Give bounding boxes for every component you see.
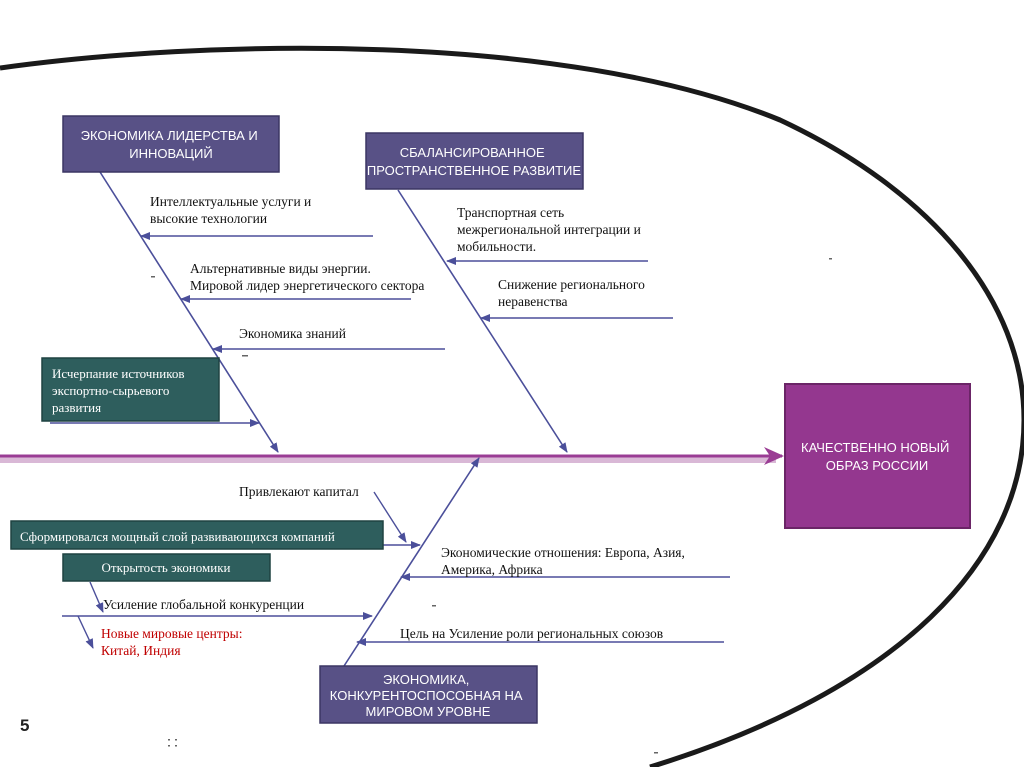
box-leadership: ЭКОНОМИКА ЛИДЕРСТВА И ИННОВАЦИЙ [62, 115, 280, 173]
svg-text:Исчерпание источников эк: Исчерпание источников экспортно-сырьевог… [52, 366, 188, 415]
cause-inequality: Снижение регионального неравенства [498, 277, 648, 309]
svg-text:Сформировался мощный слой разв: Сформировался мощный слой развивающихся … [20, 529, 335, 544]
cause-goal-unions: Цель на Усиление роли региональных союзо… [400, 626, 663, 641]
cause-transport-line-3: мобильности. [457, 239, 536, 254]
box-competitive-line-2: КОНКУРЕНТОСПОСОБНАЯ НА [330, 688, 523, 703]
cause-energy: Альтернативные виды энергии. Мировой лид… [190, 261, 424, 293]
bone-leadership [99, 171, 279, 453]
box-exhaustion-line-1: Исчерпание источников [52, 366, 185, 381]
cause-new-centers-line-2: Китай, Индия [101, 643, 181, 658]
result-box: КАЧЕСТВЕННО НОВЫЙ ОБРАЗ РОССИИ [784, 383, 971, 529]
cause-transport: Транспортная сеть межрегиональной интегр… [457, 205, 644, 254]
slide-number: 5 [20, 716, 29, 735]
cause-new-centers-line-1: Новые мировые центры: [101, 626, 242, 641]
cause-inequality-line-2: неравенства [498, 294, 568, 309]
svg-text:ЭКОНОМИКА ЛИДЕРСТВА И ИН: ЭКОНОМИКА ЛИДЕРСТВА И ИННОВАЦИЙ [81, 128, 262, 161]
cause-goal-unions-line-1: Цель на Усиление роли региональных союзо… [400, 626, 663, 641]
cause-new-centers: Новые мировые центры: Китай, Индия [101, 626, 246, 658]
svg-text:Открытость экономики: Открытость экономики [102, 560, 231, 575]
svg-text:КАЧЕСТВЕННО НОВЫЙ ОБРАЗ: КАЧЕСТВЕННО НОВЫЙ ОБРАЗ РОССИИ [801, 440, 953, 473]
box-companies-text: Сформировался мощный слой развивающихся … [20, 529, 335, 544]
svg-text:ЭКОНОМИКА, КОНКУРЕНТОСПО: ЭКОНОМИКА, КОНКУРЕНТОСПОСОБНАЯ НА МИРОВО… [330, 672, 526, 719]
cause-transport-line-1: Транспортная сеть [457, 205, 564, 220]
cause-capital-line-1: Привлекают капитал [239, 484, 359, 499]
box-exhaustion-line-2: экспортно-сырьевого [52, 383, 169, 398]
cause-relations-line-1: Экономические отношения: Европа, Азия, [441, 545, 685, 560]
box-competitive-line-1: ЭКОНОМИКА, [383, 672, 469, 687]
cause-capital: Привлекают капитал [239, 484, 359, 499]
cause-transport-line-2: межрегиональной интеграции и [457, 222, 641, 237]
box-companies: Сформировался мощный слой развивающихся … [10, 520, 384, 550]
box-openness-text: Открытость экономики [102, 560, 231, 575]
cause-knowledge: Экономика знаний [239, 326, 346, 341]
arrow-openness-drop [89, 581, 104, 613]
box-balanced: СБАЛАНСИРОВАННОЕ ПРОСТРАНСТВЕННОЕ РАЗВИТ… [365, 132, 584, 190]
box-openness: Открытость экономики [62, 553, 271, 582]
cause-intellectual-line-1: Интеллектуальные услуги и [150, 194, 311, 209]
box-leadership-line-2: ИННОВАЦИЙ [129, 146, 212, 161]
cause-competition: Усиление глобальной конкуренции [103, 597, 304, 612]
cause-knowledge-line-1: Экономика знаний [239, 326, 346, 341]
cause-relations-line-2: Америка, Африка [441, 562, 543, 577]
box-balanced-line-1: СБАЛАНСИРОВАННОЕ [400, 145, 545, 160]
box-leadership-line-1: ЭКОНОМИКА ЛИДЕРСТВА И [81, 128, 258, 143]
box-competitive: ЭКОНОМИКА, КОНКУРЕНТОСПОСОБНАЯ НА МИРОВО… [319, 665, 538, 724]
cause-competition-line-1: Усиление глобальной конкуренции [103, 597, 304, 612]
cause-energy-line-2: Мировой лидер энергетического сектора [190, 278, 424, 293]
box-exhaustion: Исчерпание источников экспортно-сырьевог… [41, 357, 220, 422]
box-balanced-line-2: ПРОСТРАНСТВЕННОЕ РАЗВИТИЕ [367, 163, 581, 178]
cause-intellectual-line-2: высокие технологии [150, 211, 267, 226]
stray-marks [151, 258, 832, 754]
fish-outline [0, 45, 1024, 767]
arrow-new-centers [77, 615, 94, 649]
arrow-capital [373, 491, 407, 543]
result-line-1: КАЧЕСТВЕННО НОВЫЙ [801, 440, 949, 455]
svg-text:СБАЛАНСИРОВАННОЕ ПРОСТРА: СБАЛАНСИРОВАННОЕ ПРОСТРАНСТВЕННОЕ РАЗВИТ… [367, 145, 581, 178]
cause-relations: Экономические отношения: Европа, Азия, А… [441, 545, 688, 577]
bone-competitive [343, 457, 480, 667]
cause-intellectual: Интеллектуальные услуги и высокие технол… [150, 194, 315, 226]
result-line-2: ОБРАЗ РОССИИ [826, 458, 928, 473]
box-exhaustion-line-3: развития [52, 400, 101, 415]
box-competitive-line-3: МИРОВОМ УРОВНЕ [366, 704, 491, 719]
cause-energy-line-1: Альтернативные виды энергии. [190, 261, 371, 276]
cause-inequality-line-1: Снижение регионального [498, 277, 645, 292]
